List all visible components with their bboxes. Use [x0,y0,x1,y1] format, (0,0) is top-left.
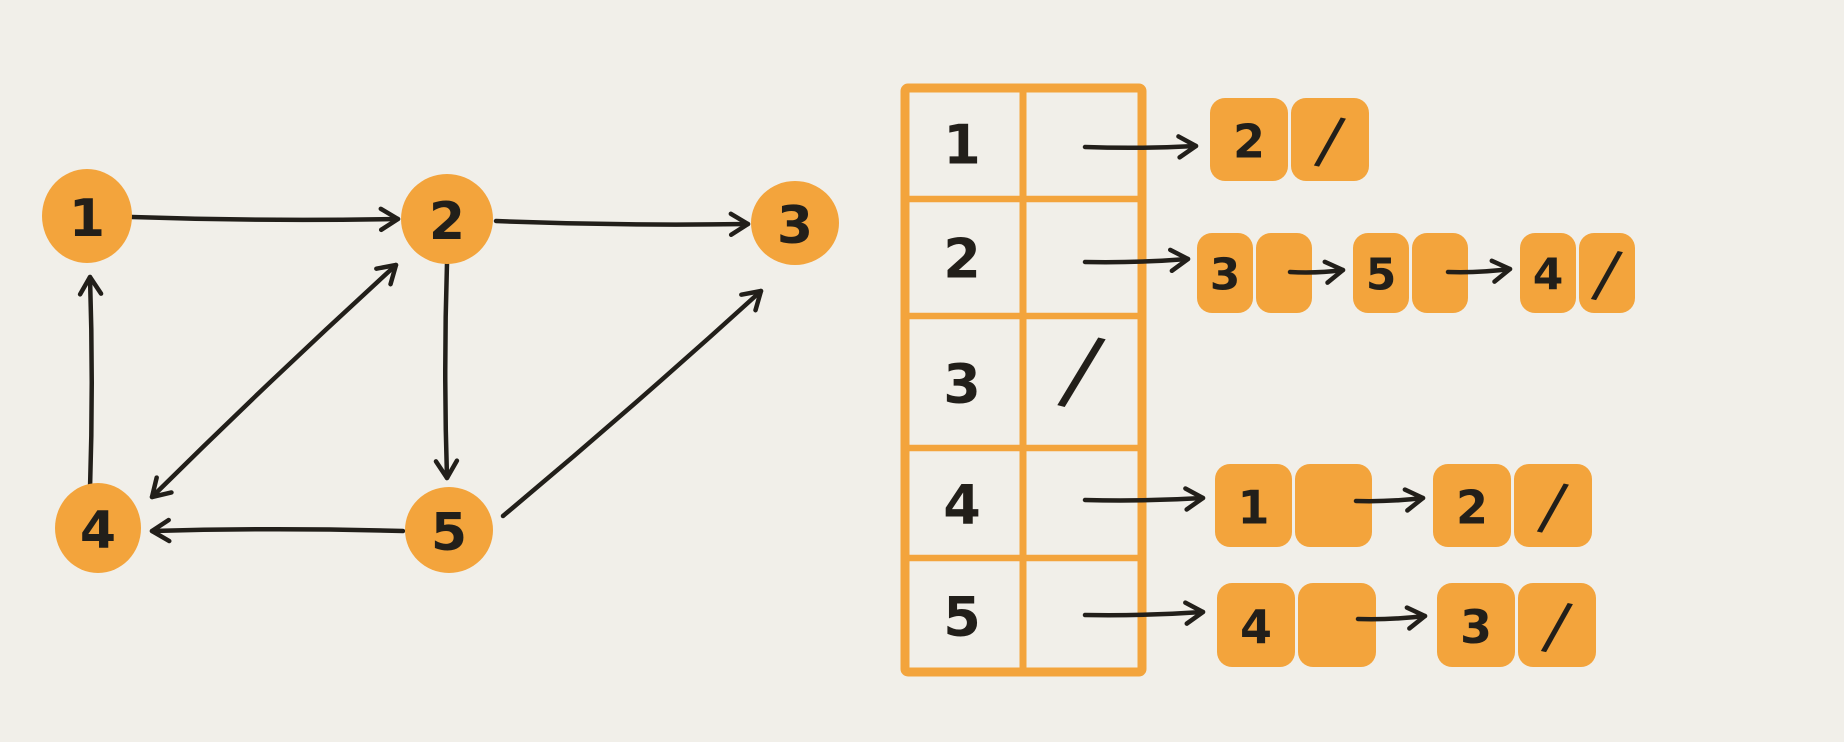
adjacency-row-4: 4 1 2/ [943,464,1592,547]
vertex-label: 4 [943,474,981,537]
list-node-value-cell [1217,583,1295,667]
list-node-next-cell [1579,233,1635,313]
list-node: 2/ [1210,98,1369,181]
list-node: 3/ [1437,583,1596,667]
node-label: 3 [777,196,813,256]
edge-2-4-double [149,262,399,500]
list-node: 3 [1197,233,1312,313]
null-slash: / [1054,314,1110,425]
node-label: 1 [69,189,105,249]
list-node-value-cell [1520,233,1576,313]
graph-node-4: 4 [55,483,141,573]
graph-node-1: 1 [42,169,132,263]
head-pointer-arrow [1082,486,1206,512]
list-node-next-cell [1412,233,1468,313]
graph-edges [77,206,764,544]
adjacency-row-5: 5 4 3/ [943,583,1596,667]
list-node: 1 [1215,464,1372,547]
list-node-value-cell [1197,233,1253,313]
head-pointer-arrow [1082,134,1199,160]
adjacency-table [900,83,1147,677]
graph-node-3: 3 [751,181,839,265]
vertex-label: 3 [943,353,981,416]
list-node-value: 5 [1366,250,1397,301]
adjacency-row-3: 3/ [943,314,1110,425]
list-node-next-cell [1514,464,1592,547]
edge-4-1 [77,274,104,492]
node-shape [405,487,493,573]
list-node-value: 2 [1233,115,1265,169]
node-shape [55,483,141,573]
list-node-value: 1 [1237,481,1269,535]
node-shape [401,174,493,264]
list-node-value-cell [1210,98,1288,181]
list-node-value: 4 [1240,600,1272,654]
edge-5-3 [500,288,764,519]
node-shape [751,181,839,265]
next-pointer-arrow [1353,487,1426,513]
edge-2-3 [493,211,751,238]
list-node-value: 3 [1210,250,1241,301]
list-node-next-cell [1291,98,1369,181]
vertex-label: 5 [943,586,981,649]
vertex-label: 2 [943,228,981,291]
next-pointer-arrow [1355,605,1428,631]
list-node-value: 2 [1456,481,1488,535]
list-node-value: 4 [1533,250,1564,301]
head-pointer-arrow [1082,600,1206,626]
list-node-next-cell [1295,464,1372,547]
list-node-next-cell [1256,233,1312,313]
edge-2-5 [433,260,460,481]
list-node: 4/ [1520,233,1635,314]
list-node: 2/ [1433,464,1592,547]
list-node-value-cell [1215,464,1292,547]
list-node-next-cell [1518,583,1596,667]
graph-node-5: 5 [405,487,493,573]
list-node: 4 [1217,583,1376,667]
vertex-label: 1 [943,114,981,177]
next-pointer-arrow [1445,258,1513,284]
edge-1-2 [129,206,401,233]
list-node-next-cell [1298,583,1376,667]
head-pointer-arrow [1082,247,1191,274]
edge-5-4 [149,517,406,544]
adjacency-row-2: 2 3 5 4/ [943,228,1635,314]
node-label: 5 [431,503,467,563]
node-label: 2 [429,192,465,252]
list-node-value-cell [1353,233,1409,313]
adjacency-row-1: 1 2/ [943,98,1369,181]
graph-node-2: 2 [401,174,493,264]
list-node-value-cell [1433,464,1511,547]
list-node: 5 [1353,233,1468,313]
list-node-value: 3 [1460,600,1492,654]
list-node-value-cell [1437,583,1515,667]
node-label: 4 [80,501,116,561]
next-pointer-arrow [1287,259,1346,285]
node-shape [42,169,132,263]
